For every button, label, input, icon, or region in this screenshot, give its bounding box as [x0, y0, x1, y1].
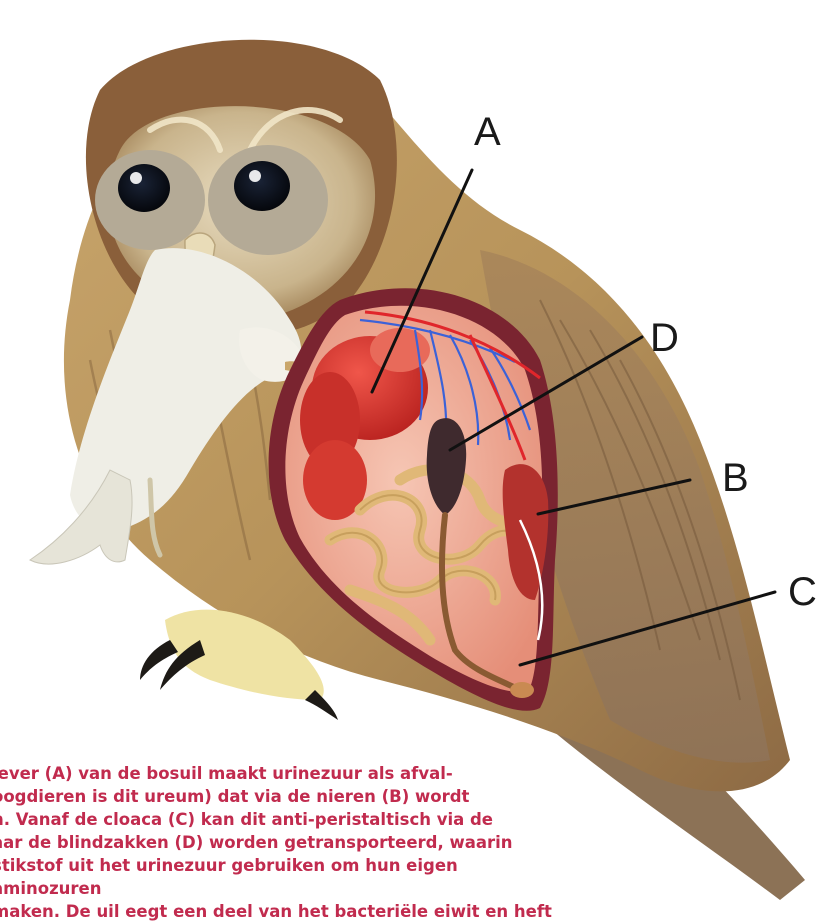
owl-eye-right: [234, 161, 290, 211]
label-c: C: [788, 572, 817, 612]
label-b: B: [722, 458, 749, 498]
owl-eye-left: [118, 164, 170, 212]
label-a: A: [474, 112, 501, 152]
caption-text: lever (A) van de bosuil maakt urinezuur …: [0, 762, 552, 923]
cloaca: [510, 682, 534, 698]
label-d: D: [650, 318, 679, 358]
